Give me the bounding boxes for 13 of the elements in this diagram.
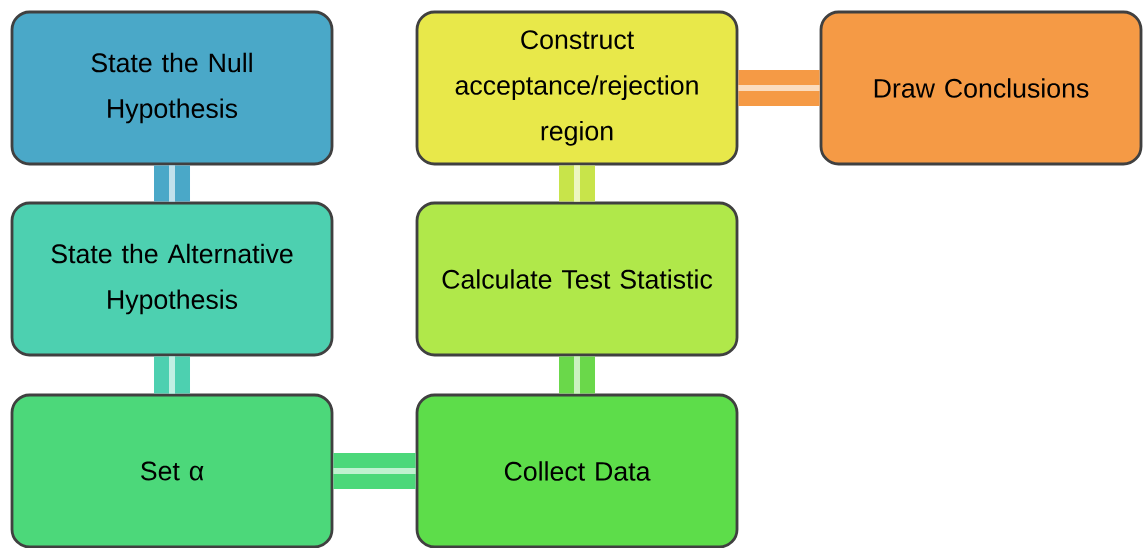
process-box: Construct acceptance/rejection region bbox=[415, 10, 739, 166]
connector-bar bbox=[154, 165, 190, 202]
process-box: Set α bbox=[10, 393, 334, 548]
connector-bar bbox=[333, 453, 416, 489]
connector-bar bbox=[559, 356, 595, 394]
connector-bar bbox=[738, 70, 820, 106]
process-box: State the Null Hypothesis bbox=[10, 10, 334, 166]
connector-bar bbox=[559, 165, 595, 202]
connector-bar bbox=[154, 356, 190, 394]
process-box: Calculate Test Statistic bbox=[415, 201, 739, 357]
process-box: Collect Data bbox=[415, 393, 739, 548]
process-box: State the Alternative Hypothesis bbox=[10, 201, 334, 357]
process-box: Draw Conclusions bbox=[819, 10, 1143, 166]
